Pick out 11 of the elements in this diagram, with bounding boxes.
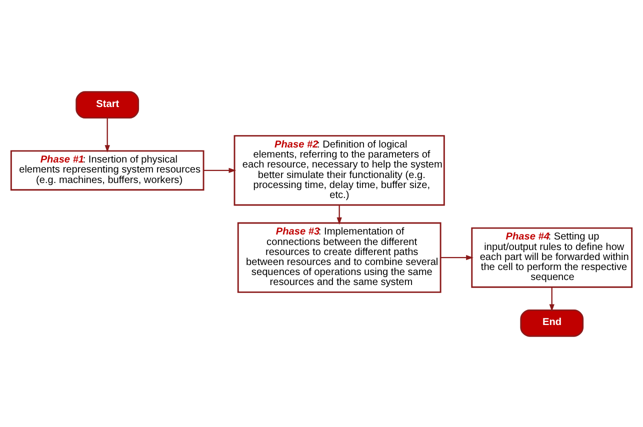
arrow — [336, 204, 342, 224]
node-box: Phase #2: Definition of logical elements, referring to the parameters of each resource, necessary to help the system better simulate their functionality (e.g. processing time, delay time, buffer size, etc.) — [234, 134, 445, 206]
arrow — [104, 117, 110, 152]
node-box: Start — [76, 90, 140, 118]
arrow — [440, 254, 474, 260]
node-box: Phase #1: Insertion of physical elements representing system resources (e.g. machines, buffers, workers) — [10, 150, 204, 190]
node-box: Phase #4: Setting up input/output rules to define how each part will be forwarded within the cell to perform the respective sequence — [471, 226, 633, 288]
node-box: End — [520, 308, 584, 336]
node-box: Phase #3: Implementation of connections between the different resources to create different paths between resources and to combine several sequences of operations using the same resources and the same system — [237, 222, 442, 292]
arrow — [549, 286, 554, 312]
arrow — [204, 167, 236, 172]
